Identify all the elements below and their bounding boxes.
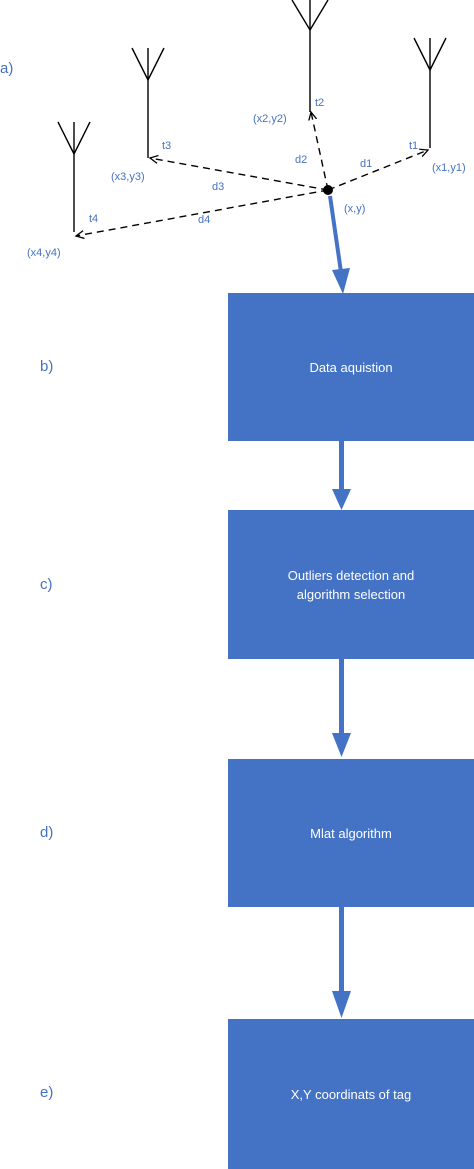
- distance-1-label: d1: [360, 158, 372, 170]
- anchor-1-time: t1: [409, 140, 418, 152]
- distance-line-d3: [150, 158, 329, 191]
- distance-line-d2: [311, 112, 329, 191]
- anchor-3-coord: (x3,y3): [111, 171, 145, 183]
- xy-coordinates-box: X,Y coordinats of tag: [228, 1019, 474, 1169]
- distance-line-d1: [327, 150, 428, 191]
- flow-arrow-c-d: [332, 659, 351, 757]
- anchor-2-time: t2: [315, 97, 324, 109]
- antenna-4-icon: [57, 121, 91, 232]
- tag-point: [323, 185, 333, 195]
- distance-4-label: d4: [198, 214, 210, 226]
- outliers-detection-box: Outliers detection and algorithm selecti…: [228, 510, 474, 659]
- step-label-e: e): [40, 1084, 54, 1101]
- anchor-1-coord: (x1,y1): [432, 162, 466, 174]
- mlat-algorithm-text: Mlat algorithm: [310, 825, 392, 841]
- mlat-algorithm-box: Mlat algorithm: [228, 759, 474, 907]
- step-label-c: c): [40, 576, 53, 593]
- step-label-d: d): [40, 824, 54, 841]
- arrow-tag-to-acquisition: [328, 195, 343, 273]
- outliers-detection-text-line1: Outliers detection and: [287, 567, 415, 583]
- step-label-b: b): [40, 358, 54, 375]
- antenna-2-icon: [291, 0, 329, 112]
- data-acquisition-box: Data aquistion: [228, 293, 474, 441]
- anchor-2-coord: (x2,y2): [253, 113, 287, 125]
- anchor-4-coord: (x4,y4): [27, 247, 61, 259]
- distance-2-label: d2: [295, 154, 307, 166]
- outliers-detection-text-line2: algorithm selection: [296, 586, 406, 602]
- xy-coordinates-text: X,Y coordinats of tag: [290, 1086, 412, 1102]
- step-label-a: a): [0, 60, 14, 77]
- antenna-1-icon: [413, 37, 447, 148]
- flow-arrow-b-c: [332, 441, 351, 510]
- antenna-3-icon: [131, 47, 165, 158]
- anchor-4-time: t4: [89, 213, 98, 225]
- anchor-3-time: t3: [162, 140, 171, 152]
- tag-coord: (x,y): [344, 203, 365, 215]
- data-acquisition-text: Data aquistion: [309, 359, 393, 375]
- arrow-head-tag: [332, 268, 350, 294]
- distance-3-label: d3: [212, 181, 224, 193]
- distance-line-d4: [76, 189, 329, 236]
- flow-arrow-d-e: [332, 907, 351, 1018]
